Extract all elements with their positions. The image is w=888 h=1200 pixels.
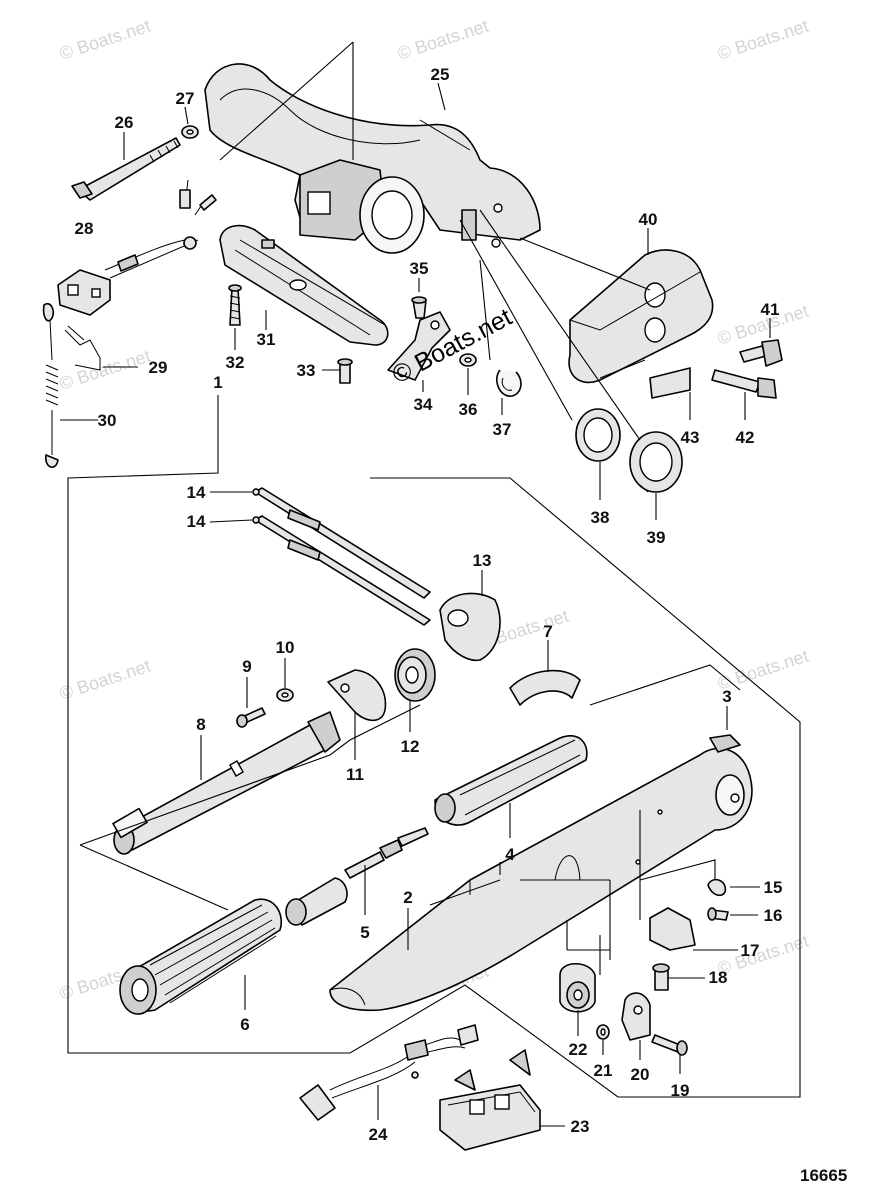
callout-34: 34 (414, 395, 433, 414)
watermark-text: © Boats.net (57, 16, 153, 64)
callout-10: 10 (276, 638, 295, 657)
part-41-bolt (739, 339, 783, 367)
callout-12: 12 (401, 737, 420, 756)
callout-36: 36 (459, 400, 478, 419)
callout-31: 31 (257, 330, 276, 349)
part-42-bolt (711, 369, 777, 399)
callout-37: 37 (493, 420, 512, 439)
part-18-bolt (652, 963, 670, 991)
part-12-friction-ring (394, 648, 436, 702)
upper-leader-lines (60, 41, 771, 520)
watermark-text: © Boats.net (57, 346, 153, 394)
part-21-washer (596, 1024, 610, 1040)
assembly-1-outline (67, 395, 801, 1098)
callout-30: 30 (98, 411, 117, 430)
callout-23: 23 (571, 1117, 590, 1136)
callout-29: 29 (149, 358, 168, 377)
callout-19: 19 (671, 1081, 690, 1100)
callout-40: 40 (639, 210, 658, 229)
callout-2: 2 (403, 888, 412, 907)
part-36-bushing (459, 353, 477, 367)
watermark-text: © Boats.net (715, 931, 811, 979)
part-15-clip (707, 878, 727, 897)
callout-33: 33 (297, 361, 316, 380)
part-38-oring (575, 408, 621, 462)
callout-35: 35 (410, 259, 429, 278)
callout-18: 18 (709, 968, 728, 987)
callout-42: 42 (736, 428, 755, 447)
part-29-clip (64, 325, 101, 371)
callout-39: 39 (647, 528, 666, 547)
callout-layer: 1234567891011121314141516171819202122232… (75, 65, 783, 1144)
callout-14: 14 (187, 512, 206, 531)
part-13-cable-cover (439, 592, 501, 662)
callout-9: 9 (242, 657, 251, 676)
part-23-switch-box (439, 1049, 541, 1151)
watermark-text: © Boats.net (395, 16, 491, 64)
callout-4: 4 (505, 845, 515, 864)
part-16-screw (707, 907, 729, 921)
part-43-plate (649, 367, 691, 399)
part-25-handle-bracket (204, 63, 541, 254)
callout-41: 41 (761, 300, 780, 319)
callout-1: 1 (213, 373, 222, 392)
diagram-code: 16665 (800, 1166, 847, 1185)
part-14-throttle-cables (252, 487, 431, 626)
callout-16: 16 (764, 906, 783, 925)
part-35-screw (411, 296, 427, 319)
watermark-text: © Boats.net (715, 16, 811, 64)
callout-38: 38 (591, 508, 610, 527)
lower-leader-lines (79, 491, 760, 1127)
part-9-screw (236, 707, 266, 728)
part-31-lower-cover (219, 224, 389, 346)
callout-32: 32 (226, 353, 245, 372)
part-4-sleeve (434, 735, 588, 826)
part-32-screw (228, 284, 242, 326)
part-40-mounting-block (568, 249, 714, 384)
part-7-bushing (509, 669, 581, 706)
callout-28: 28 (75, 219, 94, 238)
callout-21: 21 (594, 1061, 613, 1080)
part-27-washer (181, 125, 199, 139)
part-8-throttle-shaft (112, 711, 341, 855)
callout-43: 43 (681, 428, 700, 447)
part-33-screw (337, 358, 353, 384)
callout-11: 11 (346, 765, 364, 784)
callout-22: 22 (569, 1040, 588, 1059)
callout-5: 5 (360, 923, 369, 942)
part-3-clip (709, 734, 741, 753)
part-22-knob (559, 962, 596, 1013)
part-10-washer (276, 688, 294, 702)
callout-26: 26 (115, 113, 134, 132)
watermark-text: © Boats.net (57, 656, 153, 704)
part-24-wire-harness (299, 1024, 479, 1121)
part-6-grip (119, 898, 282, 1015)
callout-24: 24 (369, 1125, 388, 1144)
part-37-snap-ring (496, 369, 522, 397)
part-19-screw (651, 1034, 688, 1056)
part-30-lanyard-spring (42, 302, 59, 468)
callout-8: 8 (196, 715, 205, 734)
callout-3: 3 (722, 687, 731, 706)
callout-7: 7 (543, 622, 552, 641)
callout-13: 13 (473, 551, 492, 570)
callout-15: 15 (764, 878, 783, 897)
part-28-switch-harness (57, 179, 217, 316)
part-20-clamp (621, 992, 651, 1041)
callout-25: 25 (431, 65, 450, 84)
part-26-long-bolt (71, 137, 181, 201)
part-2-tiller-arm (329, 747, 753, 1012)
part-34-bracket (387, 311, 451, 381)
callout-27: 27 (176, 89, 195, 108)
part-5-connector (285, 827, 429, 926)
callout-14: 14 (187, 483, 206, 502)
part-39-sleeve (629, 431, 683, 493)
callout-20: 20 (631, 1065, 650, 1084)
callout-6: 6 (240, 1015, 249, 1034)
part-11-plate (327, 669, 387, 722)
callout-17: 17 (741, 941, 760, 960)
part-17-bracket (649, 907, 696, 951)
